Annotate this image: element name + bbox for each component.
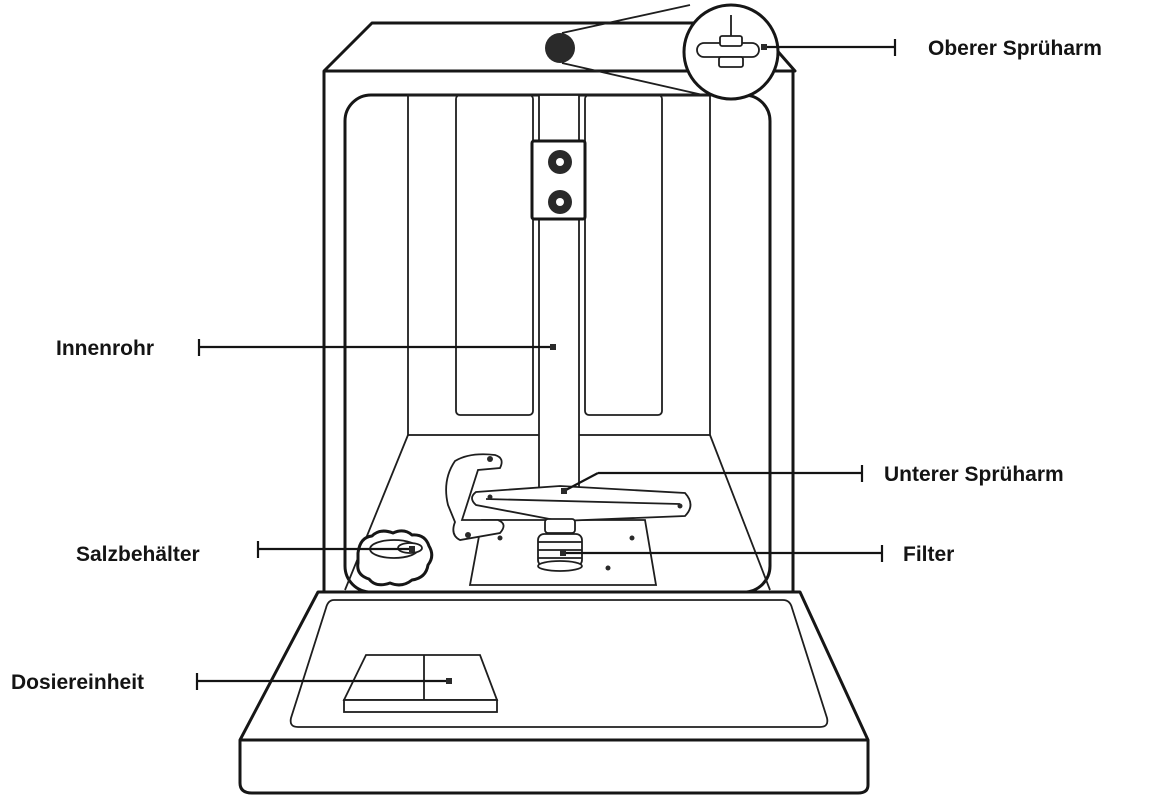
dosing-unit-front	[343, 699, 498, 713]
back-panel-left	[455, 94, 534, 416]
floor-edge-right	[709, 434, 771, 591]
callouts	[195, 39, 897, 690]
label-upper-spray-arm: Oberer Sprüharm	[928, 37, 1102, 60]
salt-container	[356, 529, 434, 587]
lower-spray-arm	[445, 453, 692, 541]
upper-spray-arm-dot	[545, 33, 575, 63]
rack-bracket	[445, 453, 505, 541]
labels: Oberer Sprüharm Innenrohr Unterer Sprüha…	[11, 37, 1102, 694]
label-lower-spray-arm: Unterer Sprüharm	[884, 463, 1064, 486]
label-filter: Filter	[903, 543, 954, 566]
door-inner-panel	[289, 599, 829, 728]
label-inner-pipe: Innenrohr	[56, 337, 154, 360]
door-outline	[238, 590, 870, 795]
label-salt-container: Salzbehälter	[76, 543, 200, 566]
lower-spray-arm-body	[471, 485, 692, 522]
label-dosing-unit: Dosiereinheit	[11, 671, 144, 694]
door	[238, 590, 870, 795]
upper-spray-arm-indicator	[545, 3, 780, 101]
floor-edge-left	[344, 434, 409, 591]
dosing-unit	[342, 654, 499, 701]
back-panel-right	[584, 94, 663, 416]
inner-pipe	[530, 94, 587, 491]
